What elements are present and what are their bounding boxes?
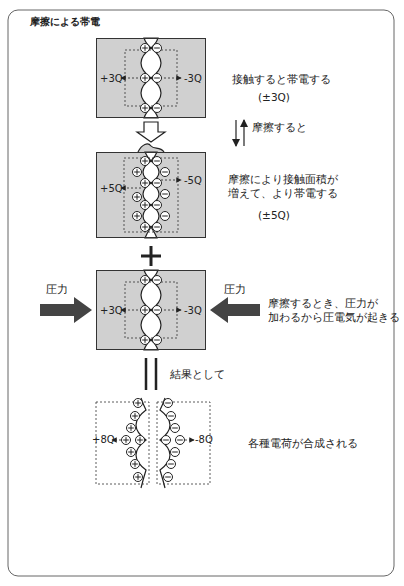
charge-label: -8Q xyxy=(195,434,213,446)
separated-pieces xyxy=(164,399,173,408)
pressure-arrow xyxy=(210,297,260,323)
contact-panel: +3Q -3Q xyxy=(96,38,206,118)
friction-panel xyxy=(153,223,162,232)
pressure-panel: +3Q -3Q xyxy=(96,270,206,350)
diagram-title: 摩擦による帯電 xyxy=(30,16,100,28)
contact-panel xyxy=(141,44,150,53)
friction-panel xyxy=(141,201,150,210)
pressure-panel xyxy=(141,276,150,285)
pressure-arrow xyxy=(40,297,92,323)
separated-pieces xyxy=(185,440,194,441)
separated-pieces xyxy=(127,424,136,433)
friction-panel xyxy=(161,180,181,181)
pressure-panel xyxy=(141,336,150,345)
separated-pieces xyxy=(122,436,131,445)
contact-panel xyxy=(141,104,150,113)
charge-label: +8Q xyxy=(92,434,115,446)
separated-pieces xyxy=(127,448,136,457)
page-border xyxy=(8,10,394,576)
charge-label: -3Q xyxy=(184,305,202,317)
friction-panel xyxy=(141,223,150,232)
pressure-panel xyxy=(96,270,206,350)
contact-panel xyxy=(141,74,150,83)
separated-pieces xyxy=(134,473,143,482)
negative-piece: -8Q xyxy=(156,398,216,488)
annotation-text: 結果として xyxy=(170,367,225,381)
separated-pieces xyxy=(162,436,171,445)
contact-panel xyxy=(153,104,162,113)
pressure-panel xyxy=(153,336,162,345)
equals-sign xyxy=(146,358,156,390)
annotation-text: 摩擦により接触面積が 増えて、より帯電する xyxy=(228,172,350,200)
charge-label: +3Q xyxy=(100,305,123,317)
friction-panel xyxy=(161,168,170,177)
pressure-panel xyxy=(153,306,162,315)
positive-piece: +8Q xyxy=(90,398,150,488)
annotation-text: (±5Q) xyxy=(258,208,290,222)
charge-label: -3Q xyxy=(184,73,202,85)
pressure-panel xyxy=(96,270,206,350)
friction-panel: +5Q -5Q xyxy=(96,152,206,238)
contact-panel xyxy=(153,44,162,53)
separated-pieces xyxy=(171,448,180,457)
contact-panel xyxy=(153,74,162,83)
friction-panel xyxy=(161,212,170,221)
annotation-text: 各種電荷が合成される xyxy=(248,436,358,450)
charge-label: +3Q xyxy=(100,73,123,85)
separated-pieces xyxy=(134,399,143,408)
friction-panel xyxy=(124,158,178,232)
friction-panel xyxy=(153,201,162,210)
separated-pieces xyxy=(176,436,185,445)
friction-symbol xyxy=(236,120,244,146)
separated-pieces xyxy=(131,412,140,421)
separated-pieces xyxy=(167,412,176,421)
separated-pieces xyxy=(167,460,176,469)
friction-panel xyxy=(153,179,162,188)
friction-panel xyxy=(161,190,170,199)
annotation-text: 圧力 xyxy=(224,282,246,296)
separated-pieces xyxy=(131,460,140,469)
friction-panel xyxy=(96,152,206,238)
pressure-panel xyxy=(153,276,162,285)
charge-label: +5Q xyxy=(100,183,123,195)
annotation-text: 接触すると帯電する xyxy=(232,72,331,86)
friction-symbol xyxy=(243,120,244,146)
separated-pieces xyxy=(171,424,180,433)
pressure-panel xyxy=(141,306,150,315)
friction-panel xyxy=(121,188,141,189)
friction-panel xyxy=(133,212,142,221)
annotation-text: (±3Q) xyxy=(258,90,290,104)
friction-panel xyxy=(141,157,150,166)
friction-panel xyxy=(153,157,162,166)
hollow-arrow xyxy=(137,122,165,142)
plus-sign xyxy=(141,246,161,266)
separated-pieces xyxy=(136,436,145,445)
annotation-text: 摩擦するとき、圧力が 加わるから圧電気が起きる xyxy=(268,296,394,324)
separated-pieces xyxy=(164,473,173,482)
contact-panel xyxy=(96,38,206,118)
annotation-text: 摩擦すると xyxy=(252,120,307,134)
annotation-text: 圧力 xyxy=(46,282,68,296)
friction-panel xyxy=(96,144,206,238)
friction-panel xyxy=(133,168,142,177)
contact-panel xyxy=(96,38,206,118)
charge-label: -5Q xyxy=(184,175,202,187)
friction-panel xyxy=(138,144,164,152)
friction-panel xyxy=(133,193,142,202)
friction-symbol xyxy=(235,120,236,146)
friction-panel xyxy=(141,179,150,188)
